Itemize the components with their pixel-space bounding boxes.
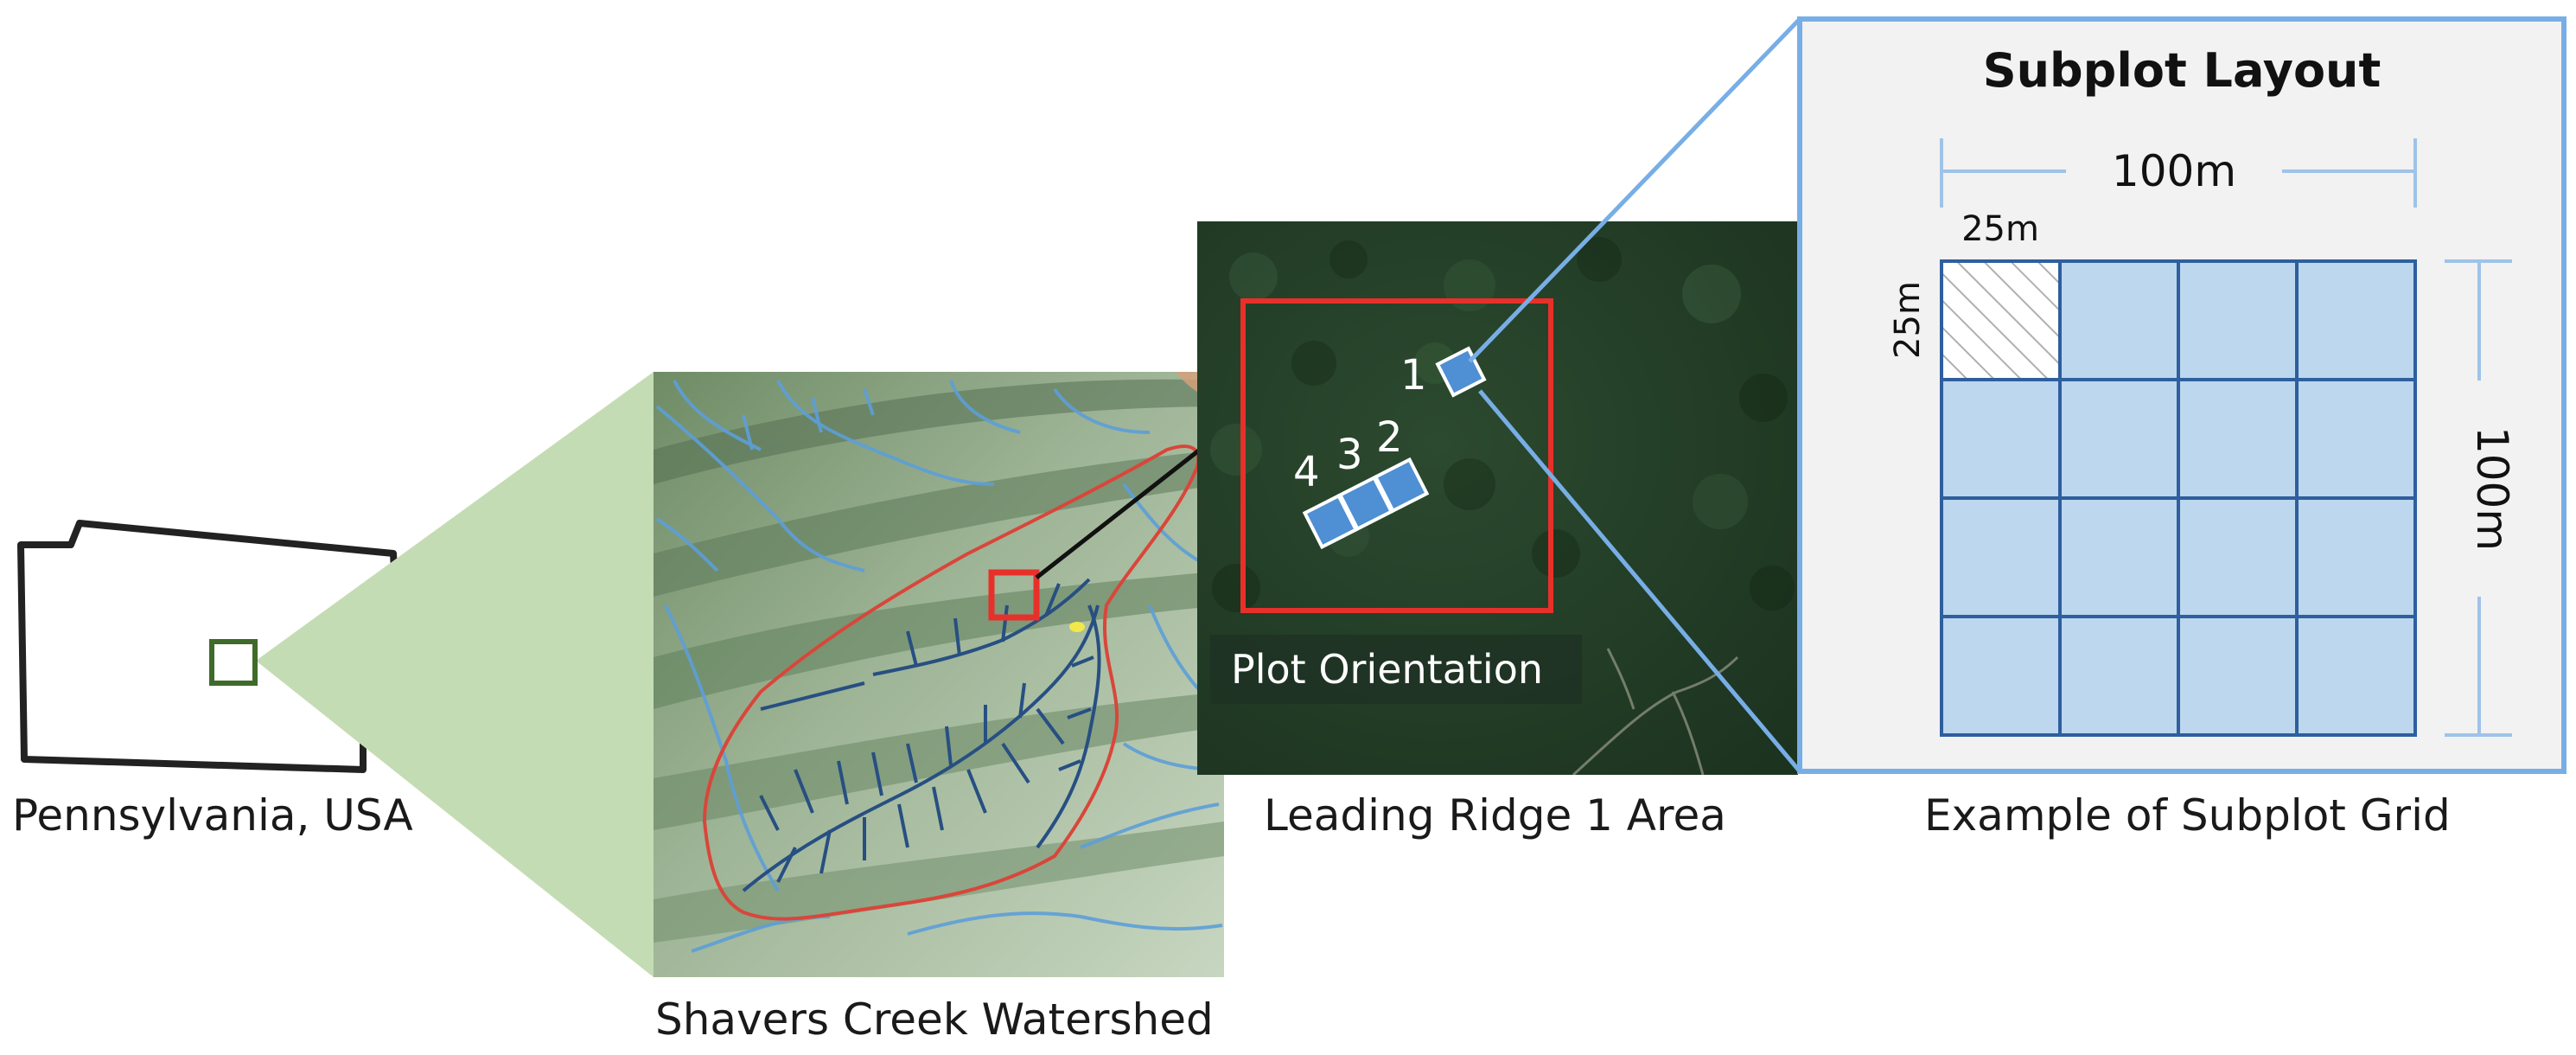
watershed-caption: Shavers Creek Watershed — [655, 994, 1214, 1045]
subplot-cell-example — [1940, 259, 2062, 381]
ridge-area-caption: Leading Ridge 1 Area — [1264, 790, 1726, 841]
study-plot-boundary — [1240, 298, 1553, 613]
watershed-stream-network — [742, 578, 1101, 892]
plot-label-1: 1 — [1400, 351, 1427, 400]
width-dimension — [1940, 138, 2417, 208]
callout-line-top — [1468, 17, 1801, 363]
subplot-cell — [2295, 378, 2417, 500]
plot-label-2: 2 — [1376, 413, 1403, 462]
subplot-cell — [1940, 496, 2062, 618]
subplot-cell — [2295, 496, 2417, 618]
subplot-cell — [2058, 378, 2180, 500]
subplot-panel: Subplot Layout 100m 100m 25m 25m Example… — [1797, 16, 2566, 841]
subplot-cell — [2177, 496, 2299, 618]
subplot-cell — [2058, 259, 2180, 381]
zoom-wedge — [256, 372, 654, 977]
subplot-cell — [2058, 496, 2180, 618]
height-dimension — [2445, 259, 2512, 737]
subplot-cell — [1940, 378, 2062, 500]
watershed-boundary — [702, 444, 1201, 921]
pennsylvania-caption: Pennsylvania, USA — [12, 790, 413, 841]
canopy-texture — [1210, 237, 1795, 612]
reservoir — [1069, 622, 1085, 632]
study-area-marker — [209, 639, 258, 686]
plot-label-3: 3 — [1336, 431, 1363, 479]
plot-strip — [1302, 457, 1430, 550]
plot-orientation-label: Plot Orientation — [1231, 646, 1543, 693]
height-label: 100m — [2467, 426, 2517, 551]
subplot-title: Subplot Layout — [1983, 43, 2382, 98]
subplot-cell — [2295, 259, 2417, 381]
width-label: 100m — [2112, 146, 2236, 196]
cell-height-label: 25m — [1888, 281, 1928, 359]
study-site-box — [988, 569, 1040, 621]
subplot-cell — [2177, 378, 2299, 500]
subplot-cell — [2177, 615, 2299, 737]
watershed-panel: Shavers Creek Watershed — [654, 372, 1224, 1045]
plot-label-4: 4 — [1293, 448, 1320, 496]
subplot-cell — [2177, 259, 2299, 381]
subplot-grid — [1940, 259, 2417, 737]
ridge-shading — [654, 379, 1224, 943]
subplot-caption: Example of Subplot Grid — [1924, 790, 2451, 841]
subplot-cell — [1940, 615, 2062, 737]
subplot-cell — [2058, 615, 2180, 737]
ridge-area-panel: 1 2 3 4 Plot Orientation Leading Ridge 1… — [1197, 221, 1798, 841]
zoom-connector-line — [1035, 448, 1202, 579]
plot-2 — [1373, 457, 1430, 514]
pennsylvania-panel: Pennsylvania, USA — [12, 372, 654, 977]
cell-width-label: 25m — [1961, 209, 2039, 249]
plot-orientation-label-bg — [1210, 635, 1582, 704]
subplot-cell — [2295, 615, 2417, 737]
callout-line-bottom — [1478, 389, 1801, 773]
